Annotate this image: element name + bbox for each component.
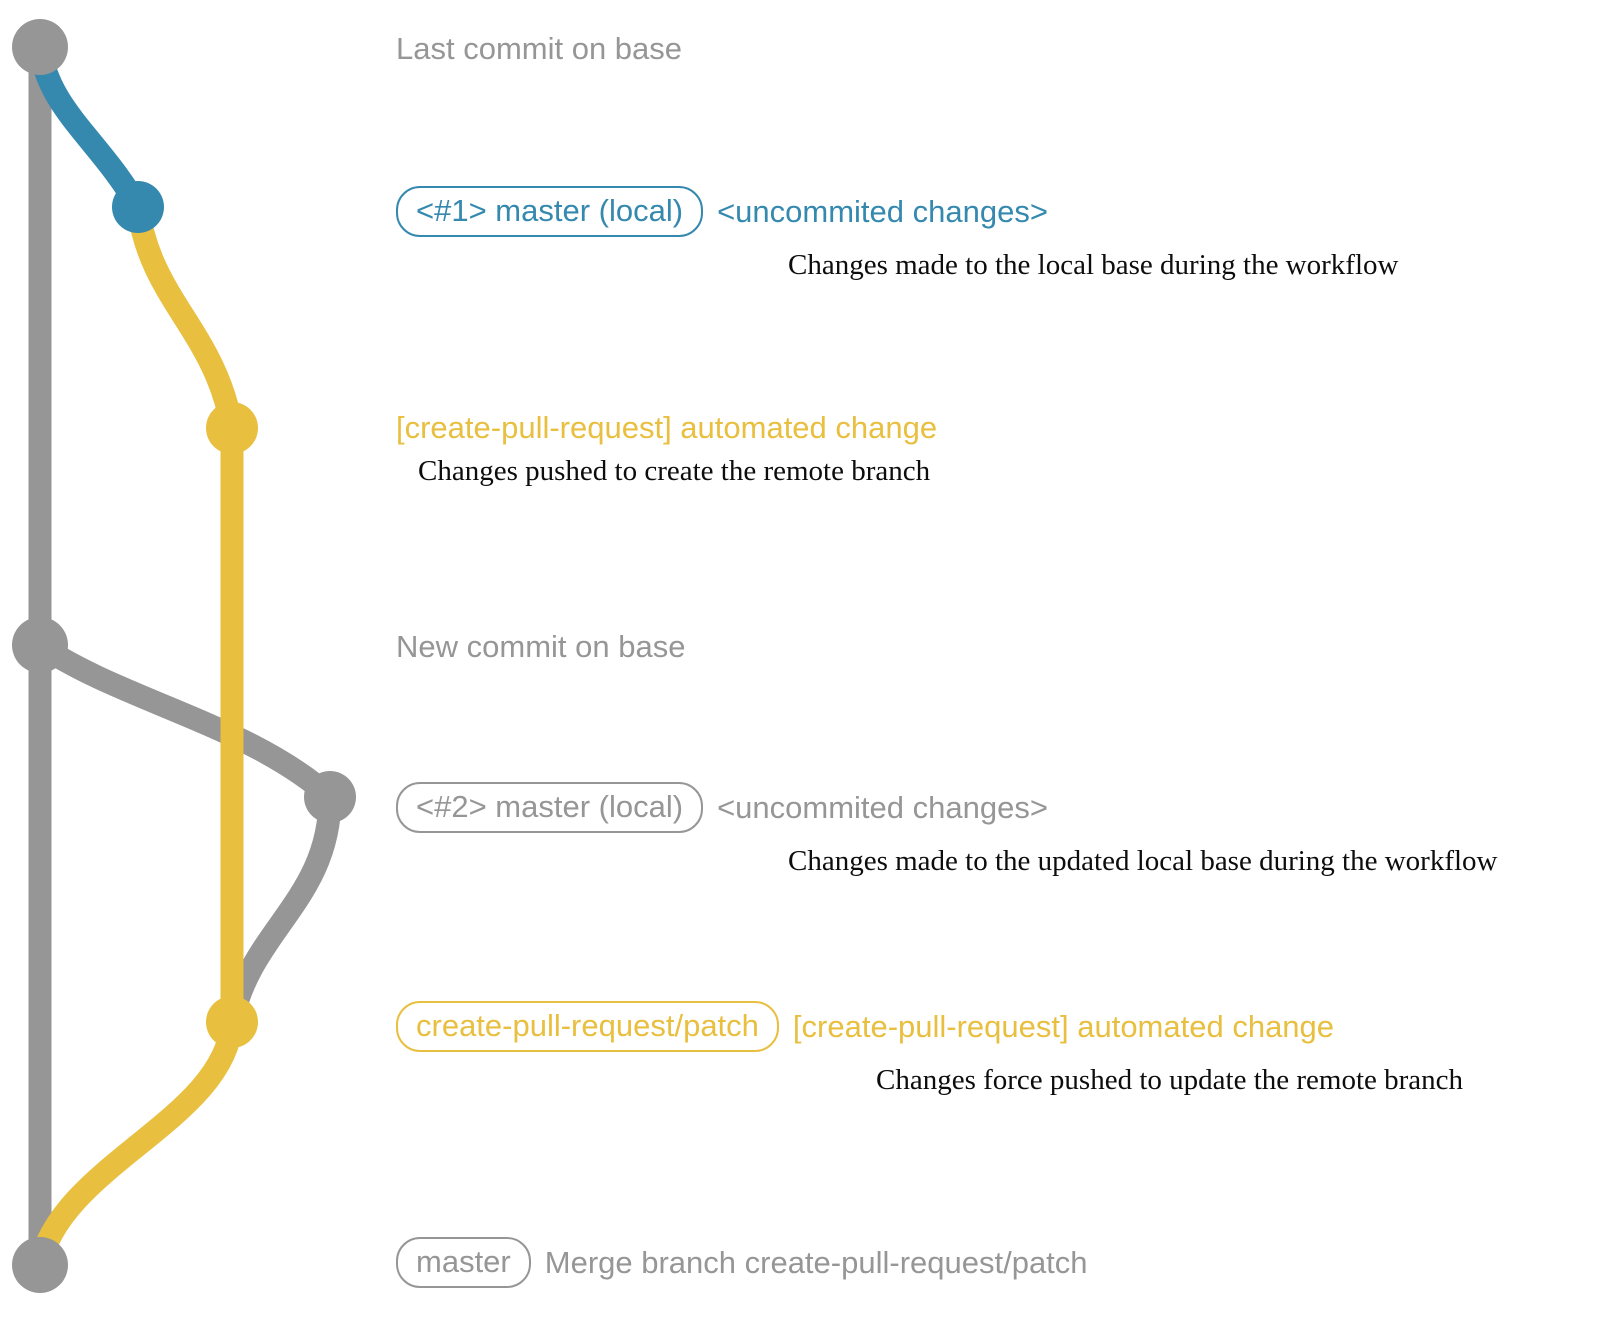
annotation-main-line: create-pull-request/patch [create-pull-r… bbox=[396, 1001, 1618, 1052]
annotation-merge-commit: master Merge branch create-pull-request/… bbox=[396, 1237, 1618, 1288]
annotation-main-line: <#1> master (local) <uncommited changes> bbox=[396, 186, 1618, 237]
commit-subject: Last commit on base bbox=[396, 31, 683, 66]
commit-description: Changes force pushed to update the remot… bbox=[876, 1064, 1464, 1096]
annotation-main-line: master Merge branch create-pull-request/… bbox=[396, 1237, 1618, 1288]
commit-subject: <uncommited changes> bbox=[717, 194, 1048, 229]
commit-node-merge bbox=[12, 1237, 68, 1293]
local1-to-patch1-edge bbox=[126, 195, 244, 440]
commit-graph bbox=[0, 0, 400, 1344]
commit-node-base-head bbox=[12, 19, 68, 75]
commit-node-base-new bbox=[12, 617, 68, 673]
branch-badge-master-local-1[interactable]: <#1> master (local) bbox=[396, 186, 704, 237]
base-to-local2-edge bbox=[28, 633, 342, 809]
branch-badge-master-local-2[interactable]: <#2> master (local) bbox=[396, 782, 704, 833]
commit-node-remote-patch-2 bbox=[206, 996, 258, 1048]
commit-description: Changes made to the updated local base d… bbox=[788, 845, 1498, 877]
commit-node-local-commit-2 bbox=[304, 771, 356, 823]
commit-subject: [create-pull-request] automated change bbox=[396, 410, 938, 445]
commit-description: Changes made to the local base during th… bbox=[788, 249, 1399, 281]
annotation-last-commit-on-base: Last commit on base bbox=[396, 33, 1618, 64]
commit-subject: Merge branch create-pull-request/patch bbox=[544, 1245, 1088, 1280]
annotation-main-line: <#2> master (local) <uncommited changes> bbox=[396, 782, 1618, 833]
annotation-master-local-2: <#2> master (local) <uncommited changes>… bbox=[396, 782, 1618, 878]
annotation-patch-branch: create-pull-request/patch [create-pull-r… bbox=[396, 1001, 1618, 1097]
commit-subject: <uncommited changes> bbox=[717, 790, 1048, 825]
commit-node-local-commit-1 bbox=[112, 181, 164, 233]
annotation-new-commit-on-base: New commit on base bbox=[396, 631, 1618, 662]
commit-subject: New commit on base bbox=[396, 629, 686, 664]
commit-node-remote-patch-1 bbox=[206, 402, 258, 454]
commit-description: Changes pushed to create the remote bran… bbox=[418, 455, 931, 487]
annotation-automated-change-1: [create-pull-request] automated change C… bbox=[396, 412, 1618, 488]
annotation-master-local-1: <#1> master (local) <uncommited changes>… bbox=[396, 186, 1618, 282]
commit-graph-svg bbox=[12, 19, 356, 1293]
branch-badge-create-pull-request-patch[interactable]: create-pull-request/patch bbox=[396, 1001, 779, 1052]
annotation-main-line: New commit on base bbox=[396, 631, 1618, 662]
annotation-main-line: [create-pull-request] automated change bbox=[396, 412, 1618, 443]
patch2-to-merge-edge bbox=[28, 1010, 244, 1277]
commit-subject: [create-pull-request] automated change bbox=[792, 1009, 1335, 1044]
branch-badge-master[interactable]: master bbox=[396, 1237, 531, 1288]
annotation-main-line: Last commit on base bbox=[396, 33, 1618, 64]
